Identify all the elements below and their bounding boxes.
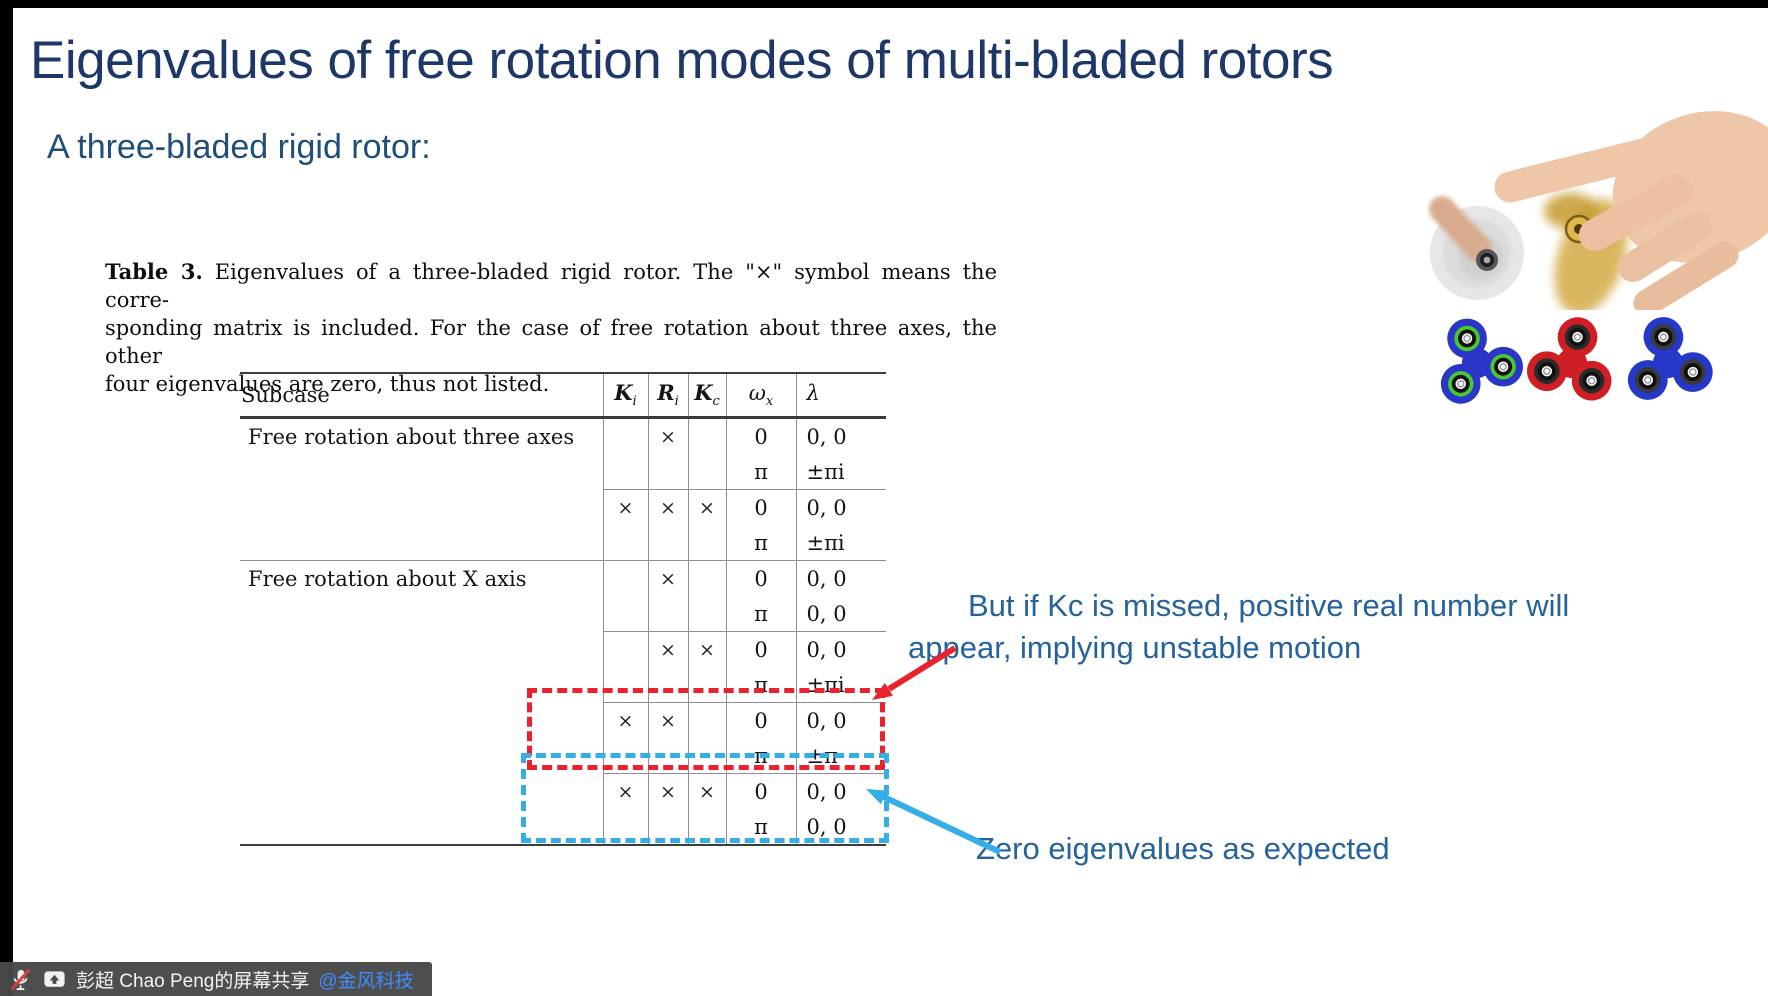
bearing [1635,367,1661,393]
fidget-spinner-red [1527,317,1612,401]
microphone-muted-icon [10,968,31,990]
table-row: π ±πi [240,454,886,490]
column-header-subcase: Subcase [240,372,603,419]
slide-subtitle: A three-bladed rigid rotor: [47,128,431,166]
slide-title: Eigenvalues of free rotation modes of mu… [30,31,1334,90]
table-row: π 0, 0 [240,596,886,632]
presenter-share-label: 彭超 Chao Peng的屏幕共享 [76,970,310,992]
blue-dashed-highlight-box [521,753,889,843]
table-row: × × 0 0, 0 [240,631,886,667]
table-caption: Table 3. Eigenvalues of a three-bladed r… [105,258,997,398]
bearing [1650,324,1677,350]
table-header-row: Subcase Ki Ri Kc ωx λ [240,372,886,419]
bearing [1578,367,1605,394]
bearing [1447,371,1474,397]
table-row: × × × 0 0, 0 [240,489,886,525]
column-header-omega-x: ωx [725,372,796,419]
table-row: Free rotation about three axes × 0 0, 0 [240,417,886,454]
table-row: π ±πi [240,525,886,561]
bearing [1490,353,1516,380]
screen-share-icon [44,970,65,987]
bearing [1534,358,1560,384]
hand-spinning-photo [1429,111,1768,310]
bearing [1564,324,1591,350]
column-header-ri: Ri [647,372,688,419]
eigenvalue-table: Subcase Ki Ri Kc ωx λ Free rotation abou… [240,372,886,846]
fidget-spinner-blue [1627,317,1713,400]
finger-press-inset-photo [1429,196,1524,300]
table-row-zero-case: × × × 0 0, 0 [240,773,886,809]
caption-line-1: Table 3. Eigenvalues of a three-bladed r… [105,259,997,312]
column-header-ki: Ki [602,372,648,419]
annotation-zero-eigenvalues: Zero eigenvalues as expected [976,831,1390,866]
caption-line-2: sponding matrix is included. For the cas… [105,316,997,368]
hand [1494,111,1768,310]
table-row-unstable-case: × × 0 0, 0 [240,702,886,738]
bearing [1680,359,1706,385]
bearing [1454,325,1480,352]
fidget-spinner-blue-green [1440,318,1524,404]
presenter-org-mention[interactable]: @金风科技 [318,970,414,992]
table-row: Free rotation about X axis × 0 0, 0 [240,560,886,596]
column-header-kc: Kc [687,372,726,419]
screen-share-status-bar[interactable]: 彭超 Chao Peng的屏幕共享 @金风科技 [0,962,432,996]
red-dashed-highlight-box [527,688,885,770]
annotation-unstable-motion: But if Kc is missed, positive real numbe… [908,588,1570,665]
column-header-lambda: λ [795,372,886,419]
caption-label: Table 3. [105,259,203,284]
